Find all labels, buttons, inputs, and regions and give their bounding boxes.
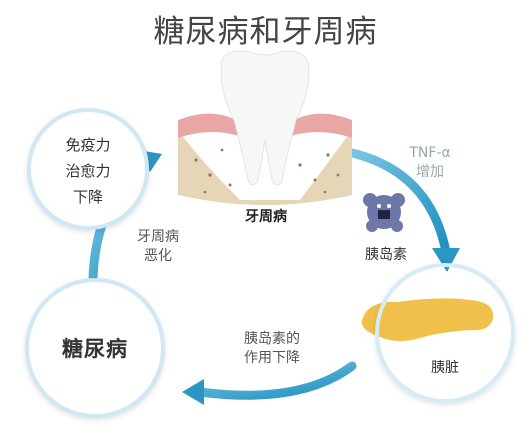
tooth-label: 牙周病 <box>245 209 287 225</box>
immune-line3: 下降 <box>72 188 103 206</box>
arrow-insulin-action <box>195 361 357 400</box>
edge-periodontal: 牙周病 恶化 <box>122 228 194 266</box>
edge-tnf-line1: TNF-α <box>409 145 451 161</box>
insulin-icon <box>363 193 405 232</box>
pancreas-node: 胰脏 <box>375 263 515 403</box>
edge-insulin-action-line1: 胰岛素的 <box>244 331 300 347</box>
edge-insulin-action-line2: 作用下降 <box>244 350 300 366</box>
edge-periodontal-line2: 恶化 <box>144 248 172 264</box>
immune-node: 免疫力 治愈力 下降 <box>27 108 149 230</box>
pancreas-label: 胰脏 <box>431 359 459 376</box>
diabetes-node: 糖尿病 <box>25 278 165 418</box>
arrow-insulin-action-head <box>182 379 204 405</box>
immune-line1: 免疫力 <box>65 136 111 154</box>
edge-periodontal-line1: 牙周病 <box>137 229 179 245</box>
edge-tnf: TNF-α 增加 <box>400 144 460 182</box>
immune-line2: 治愈力 <box>65 162 111 180</box>
edge-tnf-line2: 增加 <box>416 164 444 180</box>
insulin-label: 胰岛素 <box>365 247 407 263</box>
diabetes-label: 糖尿病 <box>62 337 128 361</box>
edge-insulin-action: 胰岛素的 作用下降 <box>222 330 322 368</box>
tooth-illustration <box>178 50 352 205</box>
arrow-tnf-head <box>432 248 460 272</box>
page-title: 糖尿病和牙周病 <box>153 14 378 50</box>
arrow-tnf <box>343 147 451 257</box>
